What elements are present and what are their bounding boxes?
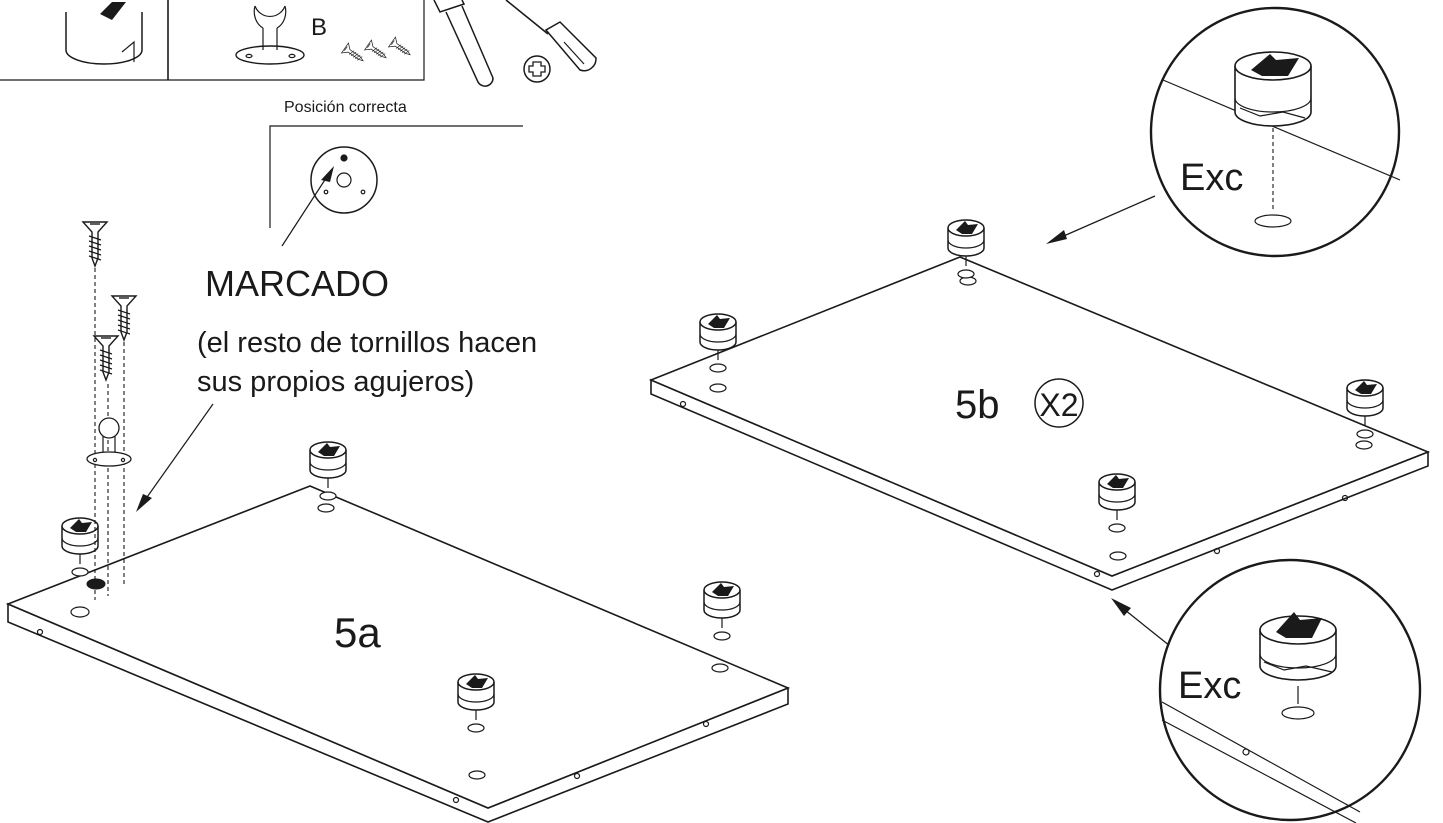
marking-note: MARCADO (el resto de tornillos hacen sus… [136, 263, 537, 512]
screw-top [82, 221, 108, 267]
plate-position-icon [310, 146, 378, 214]
dowel-plate-icon [235, 5, 305, 65]
hardware-letter-b: B [311, 14, 327, 41]
marking-note-line-2: sus propios agujeros) [197, 366, 474, 398]
panel-5b-label: 5b [955, 383, 1000, 427]
detail-circle-bottom: Exc [1111, 558, 1422, 823]
cam-lock-zoom-bottom [1259, 612, 1337, 681]
panel-5b: 5b X2 [648, 219, 1431, 591]
screws-icon [341, 36, 414, 66]
panel-5a: 5a [5, 441, 791, 823]
phillips-head-icon [523, 55, 551, 83]
correct-position-callout: Posición correcta [269, 99, 523, 247]
hammer-icon [433, 0, 494, 87]
dowel-plate [86, 417, 132, 467]
quantity-label: X2 [1039, 387, 1078, 423]
marking-title: MARCADO [205, 263, 389, 304]
hardware-strip: B [0, 0, 597, 87]
screw-lower [93, 335, 119, 381]
cam-lock-5a-left [61, 517, 99, 577]
cam-lock-zoom-top [1234, 51, 1312, 127]
exploded-dowel-assembly [82, 221, 137, 600]
quantity-badge [1034, 378, 1084, 428]
detail-bottom-label: Exc [1178, 665, 1241, 707]
panel-5a-label: 5a [334, 609, 381, 656]
marking-note-line-1: (el resto de tornillos hacen [197, 327, 537, 359]
screwdriver-icon [505, 0, 597, 72]
detail-circle-top: Exc [1046, 6, 1401, 258]
detail-top-label: Exc [1180, 157, 1243, 199]
cam-lock-icon [65, 2, 143, 65]
position-caption: Posición correcta [284, 99, 407, 116]
screw-middle [111, 295, 137, 341]
cam-lock-5a-right [703, 581, 741, 641]
